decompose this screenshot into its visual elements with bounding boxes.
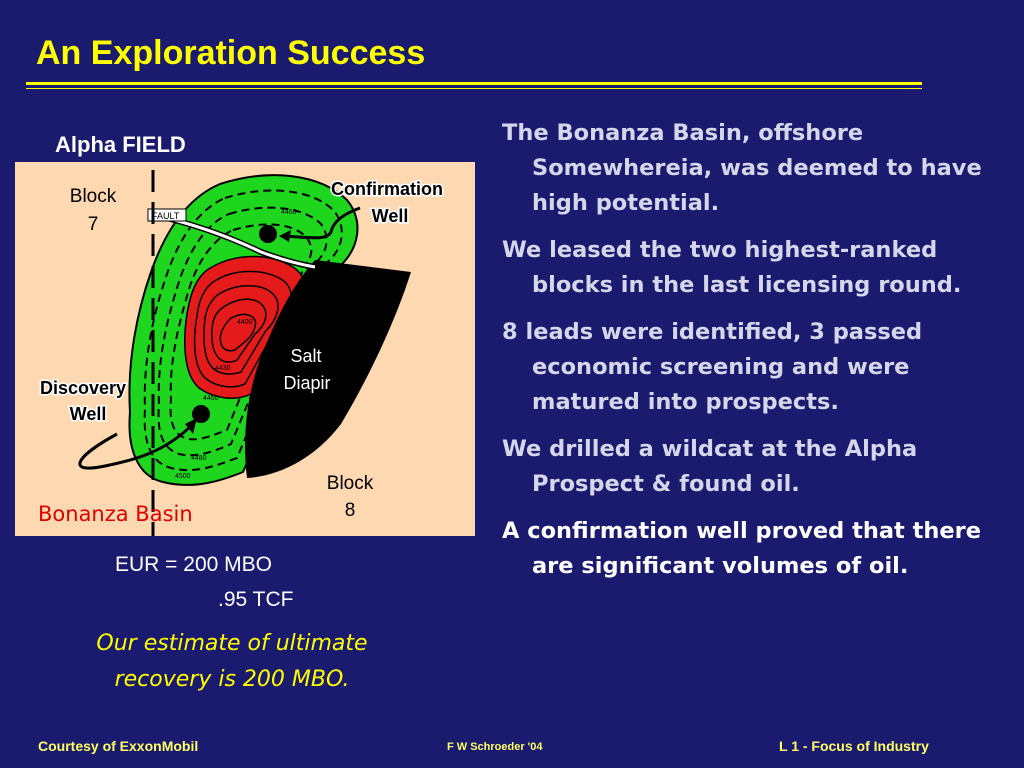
bullet-item: We drilled a wildcat at the Alpha Prospe… [502,436,918,497]
block7-label: Block [70,186,117,207]
discovery-label-2: Well [70,404,107,424]
fault-label: FAULT [152,211,180,221]
contour-label: 4460 [203,395,219,402]
oil-contours [193,270,293,388]
slide-title: An Exploration Success [36,34,426,72]
block8-label: Block [327,473,374,494]
footer-section: L 1 - Focus of Industry [779,738,929,754]
bullet-item-highlight: A confirmation well proved that there ar… [502,518,982,579]
eur-gas-value: .95 TCF [218,588,294,611]
title-underline [26,82,922,85]
field-heading: Alpha FIELD [55,132,186,157]
confirmation-well [259,225,277,243]
confirmation-label: Confirmation [331,179,443,199]
discovery-label: Discovery [40,378,126,398]
salt-label-2: Diapir [283,373,330,393]
contour-label: 4430 [215,365,231,372]
bullet-item: We leased the two highest-ranked blocks … [502,237,962,298]
confirmation-label-2: Well [372,206,409,226]
fault-tag [147,208,187,222]
block8-number: 8 [345,500,356,521]
title-underline-thin [26,88,922,89]
footer-credit: Courtesy of ExxonMobil [38,738,199,754]
recovery-estimate: Our estimate of ultimate recovery is 200… [96,631,368,692]
salt-label: Salt [290,346,321,366]
contour-label: 4400 [237,319,253,326]
discovery-arrow [78,422,195,470]
footer-author: F W Schroeder '04 [447,741,543,753]
eur-value: EUR = 200 MBO [115,553,272,576]
block7-number: 7 [88,214,99,235]
bullet-list: The Bonanza Basin, offshore Somewhereia,… [502,116,1002,596]
basin-label: Bonanza Basin [38,502,193,526]
bullet-item: The Bonanza Basin, offshore Somewhereia,… [502,120,982,216]
contour-label: 4480 [191,455,207,462]
salt-diapir [245,260,411,478]
contour-label: 4500 [175,473,191,480]
field-map: FAULT 4460 4400 4430 4460 4480 4500 Bloc… [15,162,475,536]
contour-label: 4460 [281,209,297,216]
confirmation-arrow [282,206,361,240]
bullet-item: 8 leads were identified, 3 passed econom… [502,319,923,415]
